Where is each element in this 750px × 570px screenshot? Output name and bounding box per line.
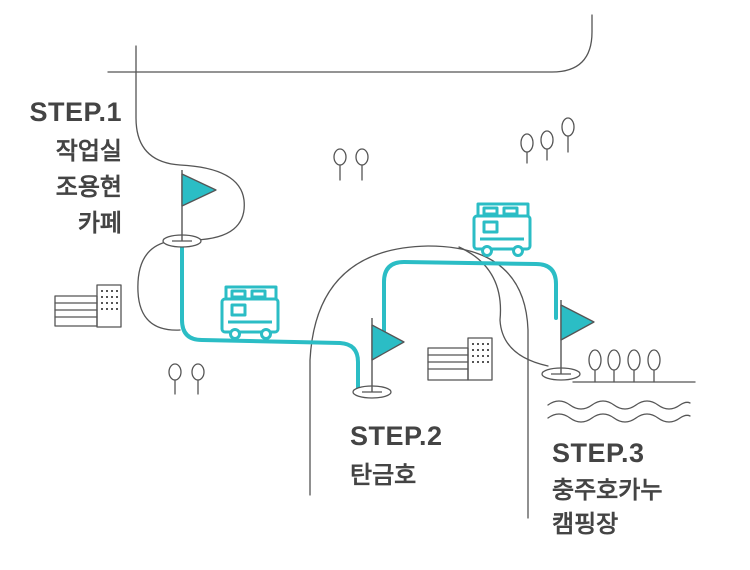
water-waves-icon — [547, 400, 691, 423]
tree-icon-group-1 — [333, 148, 369, 181]
step1-line-1: 작업실 — [55, 136, 122, 165]
step2-title: STEP.2 — [350, 421, 443, 451]
step1-label: STEP.1 작업실 조용현 카페 — [0, 96, 122, 238]
step3-label: STEP.3 충주호카누 캠핑장 — [552, 437, 662, 539]
building-icon-2 — [427, 337, 493, 381]
step1-title: STEP.1 — [29, 97, 122, 127]
flag-icon-step1 — [162, 170, 217, 248]
flag-icon-step2 — [352, 318, 405, 399]
tree-icon-group-4 — [588, 349, 661, 383]
tree-icon-group-2 — [520, 117, 575, 164]
route-path — [180, 240, 558, 390]
step3-line-2: 캠핑장 — [552, 509, 619, 538]
tree-icon-group-3 — [168, 363, 205, 395]
step2-line-1: 탄금호 — [350, 460, 417, 489]
campervan-icon-1 — [220, 285, 280, 340]
step3-line-1: 충주호카누 — [552, 475, 663, 504]
step1-line-3: 카페 — [77, 208, 122, 237]
flag-icon-step3 — [541, 300, 595, 381]
campervan-icon-2 — [472, 202, 532, 257]
step2-label: STEP.2 탄금호 — [350, 420, 443, 490]
step1-line-2: 조용현 — [55, 172, 122, 201]
building-icon-1 — [54, 284, 122, 328]
step3-title: STEP.3 — [552, 438, 645, 468]
